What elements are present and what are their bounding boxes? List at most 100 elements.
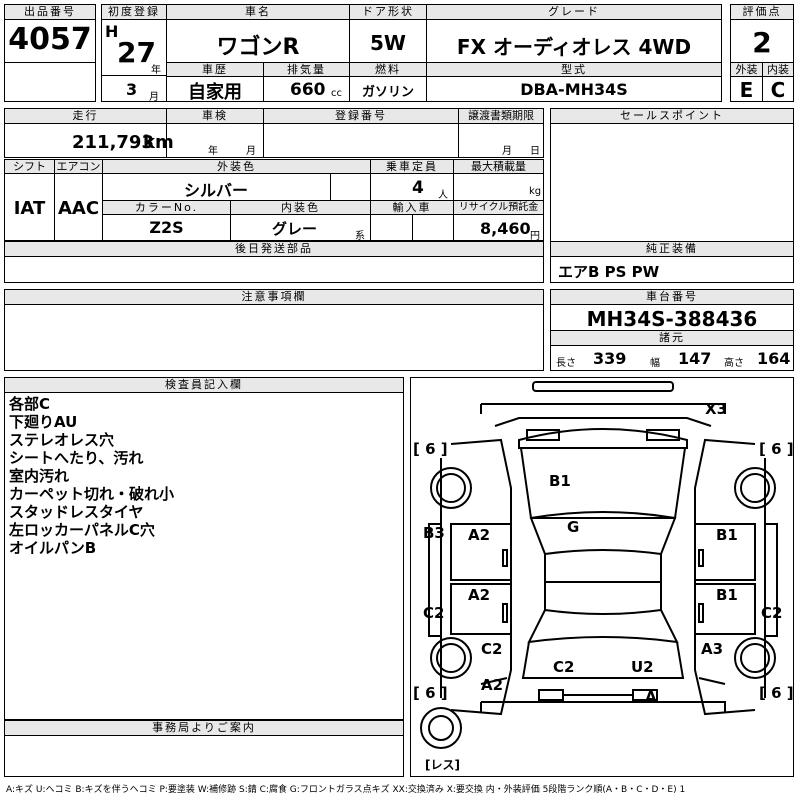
note-line: スタッドレスタイヤ (9, 503, 144, 521)
shift: IAT (13, 198, 46, 219)
displacement-unit: cc (331, 88, 342, 99)
inspection-year-unit: 年 (208, 146, 218, 157)
genuine-equipment: エアB PS PW (558, 263, 660, 281)
ac: AAC (57, 198, 100, 219)
damage-b1-right-rear: B1 (716, 586, 738, 604)
reg-year: 27 (117, 36, 156, 69)
score-label: 評価点 (730, 4, 794, 20)
model-label: 型式 (426, 62, 722, 77)
damage-a2-rear-door: A2 (468, 586, 491, 604)
load-unit: kg (529, 186, 542, 197)
recycle-label: リサイクル預託金 (453, 200, 544, 215)
recycle-unit: 円 (530, 231, 540, 242)
exterior-label: 外装 (730, 62, 763, 77)
inspection-label: 車検 (166, 108, 264, 124)
door: 5W (370, 31, 406, 55)
ac-label: エアコン (54, 159, 103, 174)
note-line: ステレオレス穴 (9, 431, 115, 449)
length-label: 長さ (556, 358, 576, 369)
capacity-label: 乗車定員 (370, 159, 454, 174)
transfer-box (458, 123, 544, 158)
capacity: 4 (412, 178, 424, 198)
load-label: 最大積載量 (453, 159, 544, 174)
damage-b1-right-front: B1 (716, 526, 738, 544)
chassis-no: MH34S-388436 (586, 307, 758, 331)
tire-fr: [ 6 ] (759, 440, 794, 458)
damage-b3: B3 (423, 524, 445, 542)
chassis-label: 車台番号 (550, 289, 794, 305)
transfer-day-unit: 日 (530, 146, 540, 157)
caution-label: 注意事項欄 (4, 289, 544, 305)
tire-fl: [ 6 ] (413, 440, 448, 458)
ext-color: シルバー (183, 181, 248, 200)
score: 2 (752, 26, 772, 59)
genuine-box (550, 256, 794, 283)
sales-point-box (550, 123, 794, 242)
lot-no: 4057 (8, 22, 92, 57)
displacement-label: 排気量 (263, 62, 350, 77)
mileage: 211,793 (72, 132, 154, 153)
year-unit: 年 (151, 65, 161, 76)
width-label: 幅 (650, 358, 660, 369)
office-label: 事務局よりご案内 (4, 720, 404, 736)
damage-c2-trunk: C2 (553, 658, 575, 676)
interior-grade: C (770, 78, 786, 102)
lot-no-label: 出品番号 (4, 4, 96, 20)
height: 164 (757, 349, 791, 368)
model: DBA-MH34S (520, 80, 628, 99)
inspection-month-unit: 月 (246, 146, 256, 157)
note-line: 下廻りAU (9, 413, 78, 431)
exterior-grade: E (739, 78, 754, 102)
note-line: カーペット切れ・破れ小 (9, 485, 175, 503)
sales-point-label: セールスポイント (550, 108, 794, 124)
height-label: 高さ (724, 358, 744, 369)
reg-month: 3 (126, 80, 138, 99)
tire-rr: [ 6 ] (759, 684, 794, 702)
later-parts-label: 後日発送部品 (4, 241, 544, 257)
model-box (426, 76, 722, 102)
color-no-label: カラーNo. (102, 200, 231, 215)
width: 147 (678, 349, 712, 368)
spare-tire-label: [レス] (425, 758, 460, 772)
shift-label: シフト (4, 159, 55, 174)
damage-a3: A3 (701, 640, 724, 658)
fuel: ガソリン (361, 85, 414, 100)
note-line: 室内汚れ (9, 467, 70, 485)
damage-a2-rear: A2 (481, 676, 504, 694)
capacity-unit: 人 (438, 190, 448, 201)
genuine-label: 純正装備 (550, 241, 794, 257)
length: 339 (593, 349, 627, 368)
ext-color-divider (330, 173, 331, 201)
damage-u2: U2 (631, 658, 654, 676)
interior-color: グレー (272, 220, 318, 238)
damage-c2-rear-left: C2 (481, 640, 503, 658)
interior-color-unit: 系 (355, 231, 365, 242)
door-label: ドア形状 (349, 4, 427, 20)
note-line: オイルパンB (9, 539, 97, 557)
mileage-label: 走行 (4, 108, 167, 124)
interior-label: 内装 (762, 62, 794, 77)
month-unit: 月 (149, 92, 159, 103)
interior-color-label: 内装色 (230, 200, 371, 215)
plate-label: 登録番号 (263, 108, 459, 124)
damage-a-bumper: A (645, 688, 657, 706)
lot-no-blank (4, 62, 96, 102)
damage-c2-left: C2 (423, 604, 445, 622)
car-outline-diagram (420, 381, 778, 749)
damage-c2-right: C2 (761, 604, 783, 622)
note-line: シートへたり、汚れ (9, 449, 144, 467)
car-name: ワゴンR (216, 35, 300, 60)
inspector-label: 検査員記入欄 (4, 377, 404, 393)
caution-box (4, 304, 544, 371)
inspector-box: 各部C 下廻りAU ステレオレス穴 シートへたり、汚れ 室内汚れ カーペット切れ… (4, 392, 404, 720)
transfer-month-unit: 月 (502, 146, 512, 157)
history-label: 車歴 (166, 62, 264, 77)
specs-box (550, 345, 794, 371)
history: 自家用 (188, 82, 242, 103)
car-name-label: 車名 (166, 4, 350, 20)
later-parts-box (4, 256, 544, 283)
first-reg-label: 初度登録 (101, 4, 167, 20)
transfer-label: 譲渡書類期限 (458, 108, 544, 124)
note-line: 各部C (9, 395, 51, 413)
office-box (4, 735, 404, 777)
